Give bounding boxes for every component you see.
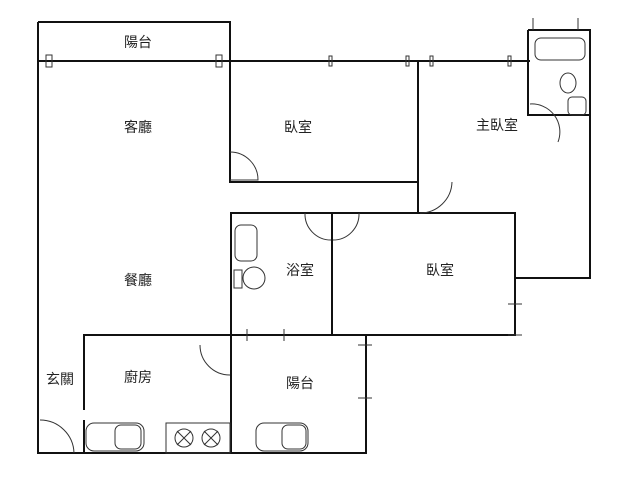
door-arc	[419, 181, 453, 214]
label-balcony-top: 陽台	[124, 35, 152, 51]
label-master-bedroom: 主臥室	[476, 117, 518, 134]
toilet-icon	[559, 72, 577, 94]
walls	[37, 21, 591, 454]
label-bathroom: 浴室	[286, 262, 314, 279]
fixtures	[85, 37, 587, 454]
label-kitchen: 廚房	[124, 369, 152, 386]
label-living-room: 客廳	[124, 119, 152, 136]
label-bedroom-1: 臥室	[284, 119, 312, 136]
label-balcony-bottom: 陽台	[286, 376, 314, 392]
laundry-sink-icon	[255, 422, 309, 452]
room-labels: 陽台 客廳 臥室 主臥室 浴室 臥室 餐廳 玄關 廚房 陽台	[46, 35, 518, 392]
door-arc	[229, 151, 259, 181]
sink-icon	[567, 96, 587, 116]
stove-icon	[165, 422, 231, 454]
door-arc	[304, 212, 360, 241]
door-arc	[39, 419, 75, 454]
doors	[39, 103, 561, 454]
label-dining-room: 餐廳	[124, 272, 152, 289]
label-bedroom-2: 臥室	[426, 262, 454, 279]
door-arc	[529, 103, 561, 143]
label-entrance: 玄關	[46, 371, 74, 388]
bathtub-icon	[534, 37, 586, 61]
kitchen-sink-icon	[85, 422, 145, 452]
toilet-icon	[242, 266, 266, 290]
window-marks	[45, 18, 579, 399]
door-arc	[199, 344, 231, 376]
